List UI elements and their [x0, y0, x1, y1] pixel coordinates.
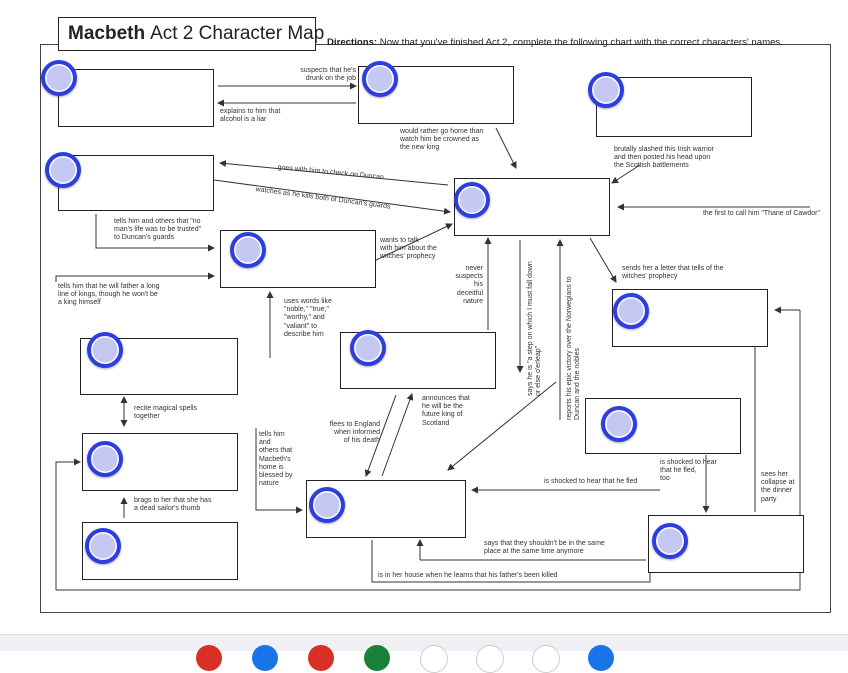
marker-circle-7[interactable]	[613, 293, 649, 329]
character-box-1[interactable]	[58, 69, 214, 127]
label-words: uses words like"noble," "true,""worthy,"…	[284, 298, 332, 338]
arrow-flees	[364, 394, 397, 477]
marker-circle-11[interactable]	[87, 441, 123, 477]
marker-circle-12[interactable]	[309, 487, 345, 523]
arrow-crowned	[495, 127, 517, 169]
taskbar-app-icon-3[interactable]	[308, 645, 334, 671]
arrow-letter	[589, 237, 617, 283]
arrow-watches	[213, 179, 451, 215]
directions-text: Directions: Now that you've finished Act…	[327, 37, 783, 48]
label-cawdor: the first to call him "Thane of Cawdor"	[702, 210, 820, 217]
taskbar-app-icon-2[interactable]	[252, 645, 278, 671]
character-box-4[interactable]	[58, 155, 214, 211]
arrow-layer	[55, 82, 810, 591]
line-outer	[56, 310, 801, 591]
taskbar-app-icon-8[interactable]	[588, 645, 614, 671]
marker-circle-4[interactable]	[45, 152, 81, 188]
taskbar-app-icon-5[interactable]	[420, 645, 448, 673]
marker-circle-1[interactable]	[41, 60, 77, 96]
arrow-check	[219, 160, 449, 186]
taskbar	[0, 634, 848, 673]
arrow-slashed	[611, 164, 641, 184]
marker-circle-3[interactable]	[588, 72, 624, 108]
arrow-wants	[371, 223, 453, 263]
arrow-noman	[95, 214, 215, 252]
taskbar-app-icon-4[interactable]	[364, 645, 390, 671]
arrow-father	[55, 272, 215, 282]
taskbar-app-icon-1[interactable]	[196, 645, 222, 671]
label-shocked1: is shocked to hear that he fled	[544, 478, 638, 485]
arrow-tellshim	[255, 428, 303, 514]
arrow-brags-side	[55, 458, 81, 590]
label-step: says he is "a step on which I must fall …	[527, 261, 543, 396]
marker-circle-10[interactable]	[601, 406, 637, 442]
marker-circle-8[interactable]	[87, 332, 123, 368]
marker-circle-14[interactable]	[85, 528, 121, 564]
taskbar-app-icon-7[interactable]	[532, 645, 560, 673]
marker-circle-5[interactable]	[454, 182, 490, 218]
taskbar-app-icon-6[interactable]	[476, 645, 504, 673]
arrow-to-macduff	[447, 381, 557, 471]
marker-circle-2[interactable]	[362, 61, 398, 97]
marker-circle-9[interactable]	[350, 330, 386, 366]
marker-circle-6[interactable]	[230, 232, 266, 268]
arrow-announces	[381, 393, 414, 477]
marker-circle-13[interactable]	[652, 523, 688, 559]
label-victory: reports his epic victory over the Norweg…	[566, 276, 582, 420]
label-house: is in her house when he learns that his …	[378, 572, 558, 579]
